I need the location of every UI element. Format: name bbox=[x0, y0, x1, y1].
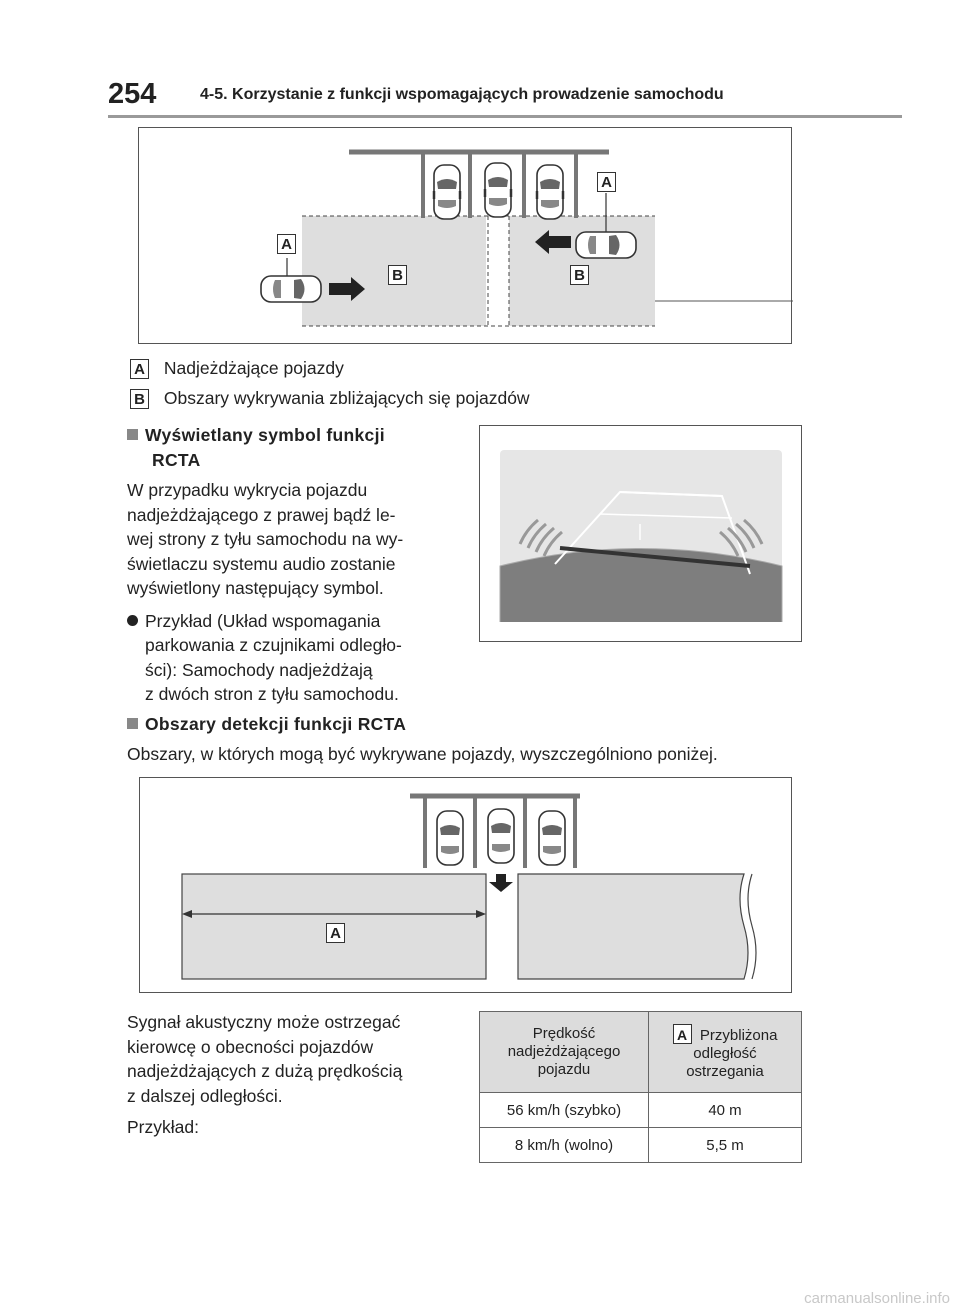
figure-detection-areas: A bbox=[139, 777, 792, 993]
watermark: carmanualsonline.info bbox=[804, 1290, 950, 1307]
label-a-right: A bbox=[597, 172, 616, 192]
page-number: 254 bbox=[108, 78, 157, 110]
legend-text-a: Nadjeżdżające pojazdy bbox=[163, 358, 344, 378]
legend-text-b: Obszary wykrywania zbliżających się poja… bbox=[163, 388, 530, 408]
legend-item-b: B Obszary wykrywania zbliżających się po… bbox=[130, 386, 530, 411]
section-paragraph-detection: Obszary, w których mogą być wykrywane po… bbox=[127, 744, 718, 764]
example-bullet: Przykład (Układ wspomagania parkowania z… bbox=[127, 609, 467, 707]
header-rule bbox=[108, 115, 902, 118]
section-heading-detection-areas: Obszary detekcji funkcji RCTA bbox=[127, 712, 406, 737]
section-heading-symbol: Wyświetlany symbol funkcji bbox=[127, 423, 467, 448]
parking-diagram-2 bbox=[181, 793, 757, 980]
figure-rcta-display bbox=[479, 425, 802, 642]
rear-camera-screen bbox=[499, 450, 783, 622]
cell-distance: 40 m bbox=[648, 1092, 802, 1128]
legend-badge-b: B bbox=[130, 389, 149, 409]
square-bullet-icon bbox=[127, 429, 138, 440]
header-speed: Prędkość nadjeżdżającego pojazdu bbox=[479, 1011, 649, 1093]
section-paragraph-warning: Sygnał akustyczny może ostrzegać kierowc… bbox=[127, 1010, 467, 1140]
legend-badge-a: A bbox=[130, 359, 149, 379]
cell-speed: 56 km/h (szybko) bbox=[479, 1092, 649, 1128]
label-a-distance: A bbox=[326, 923, 345, 943]
detection-area-right bbox=[517, 873, 749, 980]
cell-speed: 8 km/h (wolno) bbox=[479, 1127, 649, 1163]
figure-approaching-vehicles: A A B B bbox=[138, 127, 803, 344]
cell-distance: 5,5 m bbox=[648, 1127, 802, 1163]
header-badge-a: A bbox=[672, 1023, 692, 1044]
chapter-title: 4-5. Korzystanie z funkcji wspomagającyc… bbox=[200, 86, 724, 103]
header-distance: A Przybliżona odległość ostrzegania bbox=[648, 1011, 802, 1093]
label-b-left: B bbox=[388, 265, 407, 285]
table-row: 56 km/h (szybko) 40 m bbox=[479, 1092, 802, 1128]
section-heading-symbol-line2: RCTA bbox=[152, 449, 201, 470]
round-bullet-icon bbox=[127, 614, 138, 626]
section-paragraph-symbol: W przypadku wykrycia pojazdu nadjeżdżają… bbox=[127, 480, 404, 598]
table-row: 8 km/h (wolno) 5,5 m bbox=[479, 1127, 802, 1163]
square-bullet-icon bbox=[127, 718, 138, 729]
label-b-right: B bbox=[570, 265, 589, 285]
section-rcta-symbol: Wyświetlany symbol funkcji RCTA W przypa… bbox=[127, 423, 467, 707]
table-header-row: Prędkość nadjeżdżającego pojazdu A Przyb… bbox=[479, 1011, 802, 1093]
label-a-left: A bbox=[277, 234, 296, 254]
parking-diagram-1 bbox=[260, 149, 803, 327]
legend-item-a: A Nadjeżdżające pojazdy bbox=[130, 356, 344, 381]
warning-distance-table: Prędkość nadjeżdżającego pojazdu A Przyb… bbox=[479, 1011, 802, 1163]
example-label: Przykład: bbox=[127, 1117, 199, 1137]
